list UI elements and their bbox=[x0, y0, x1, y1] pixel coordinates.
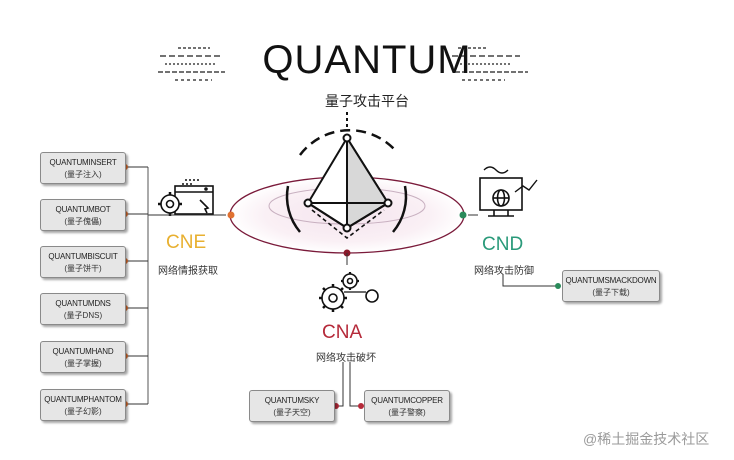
module-quantumdns: QUANTUMDNS (量子DNS) bbox=[40, 293, 126, 325]
module-name: QUANTUMDNS bbox=[55, 299, 111, 308]
module-quantumbiscuit: QUANTUMBISCUIT (量子饼干) bbox=[40, 246, 126, 278]
module-name: QUANTUMHAND bbox=[52, 347, 114, 356]
module-subtitle: (量子幻影) bbox=[64, 407, 102, 416]
module-subtitle: (量子注入) bbox=[64, 170, 102, 179]
module-quantumbot: QUANTUMBOT (量子傀儡) bbox=[40, 199, 126, 231]
pyramid-icon bbox=[285, 112, 408, 240]
module-quantumphantom: QUANTUMPHANTOM (量子幻影) bbox=[40, 389, 126, 421]
module-subtitle: (量子饼干) bbox=[64, 264, 102, 273]
category-cnd-label: 网络攻击防御 bbox=[474, 266, 534, 277]
computer-globe-icon bbox=[479, 166, 538, 217]
module-name: QUANTUMPHANTOM bbox=[44, 395, 122, 404]
module-quantumsmackdown: QUANTUMSMACKDOWN (量子下载) bbox=[562, 270, 660, 302]
module-subtitle: (量子傀儡) bbox=[64, 217, 102, 226]
cne-connector-dot bbox=[227, 211, 235, 219]
cnd-connectors bbox=[468, 214, 561, 289]
module-subtitle: (量子掌握) bbox=[64, 359, 102, 368]
page-title: QUANTUM bbox=[262, 38, 472, 82]
module-quantumsky: QUANTUMSKY (量子天空) bbox=[249, 390, 335, 422]
module-name: QUANTUMINSERT bbox=[49, 158, 117, 167]
category-cnd-code: CND bbox=[482, 234, 524, 255]
module-name: QUANTUMSMACKDOWN bbox=[565, 276, 657, 285]
category-cne-label: 网络情报获取 bbox=[158, 266, 218, 277]
module-quantuminsert: QUANTUMINSERT (量子注入) bbox=[40, 152, 126, 184]
title-decoration-right bbox=[452, 47, 528, 81]
category-cne-code: CNE bbox=[166, 232, 207, 253]
title-decoration-left bbox=[158, 47, 225, 81]
computer-gear-icon bbox=[158, 179, 214, 216]
watermark: @稀土掘金技术社区 bbox=[583, 431, 710, 447]
module-quantumhand: QUANTUMHAND (量子掌握) bbox=[40, 341, 126, 373]
cnd-connector-dot bbox=[459, 211, 467, 219]
gears-icon bbox=[319, 272, 379, 312]
module-subtitle: (量子警察) bbox=[388, 408, 426, 417]
module-subtitle: (量子DNS) bbox=[63, 311, 103, 320]
category-cna-code: CNA bbox=[322, 322, 363, 343]
module-name: QUANTUMCOPPER bbox=[371, 396, 443, 405]
module-name: QUANTUMBOT bbox=[55, 205, 111, 214]
cna-connectors bbox=[333, 362, 364, 409]
page-subtitle: 量子攻击平台 bbox=[325, 93, 409, 109]
module-name: QUANTUMBISCUIT bbox=[48, 252, 118, 261]
module-quantumcopper: QUANTUMCOPPER (量子警察) bbox=[364, 390, 450, 422]
category-cna-label: 网络攻击破坏 bbox=[316, 353, 376, 364]
module-subtitle: (量子下载) bbox=[592, 288, 630, 297]
module-subtitle: (量子天空) bbox=[273, 408, 311, 417]
module-name: QUANTUMSKY bbox=[264, 396, 320, 405]
